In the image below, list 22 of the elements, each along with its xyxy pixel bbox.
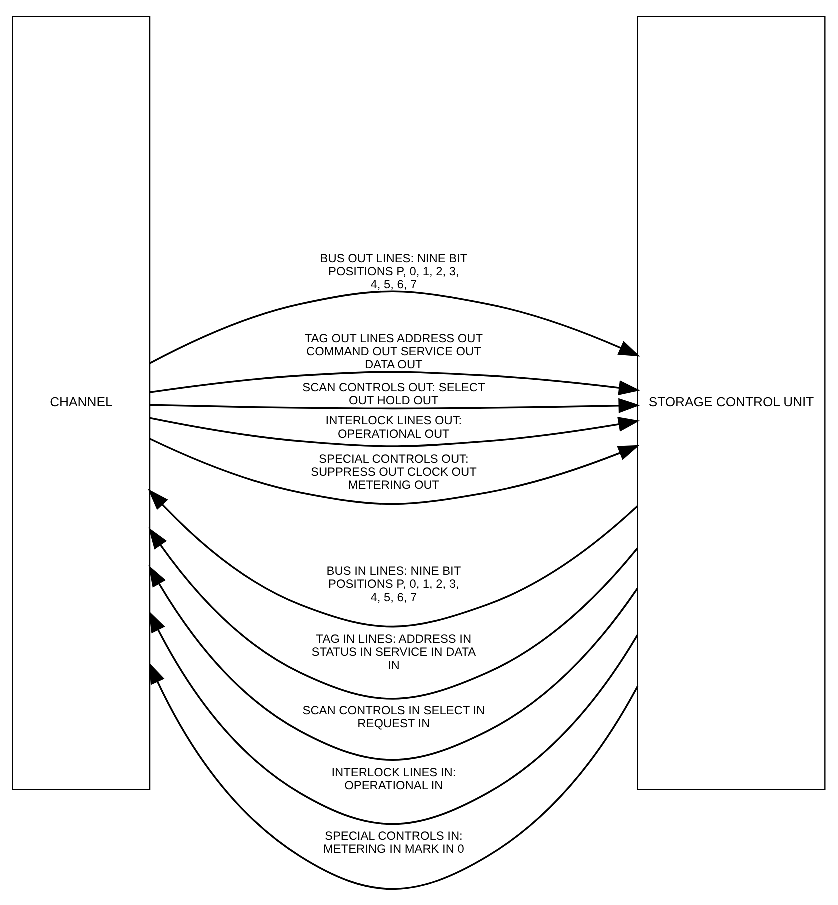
arrow	[149, 662, 639, 890]
edge-label: TAG OUT LINES ADDRESS OUT COMMAND OUT SERVICE OUT DATA OUT	[304, 330, 484, 372]
arrow	[150, 290, 640, 364]
edge-label: INTERLOCK LINES OUT: OPERATIONAL OUT	[326, 413, 462, 440]
arrow	[150, 370, 640, 395]
edge-label: BUS IN LINES: NINE BIT POSITIONS P, 0, 1, 2, 3, 4, 5, 6, 7	[326, 564, 462, 604]
edge-label: SCAN CONTROLS OUT: SELECT OUT HOLD OUT	[302, 380, 486, 407]
arrow	[148, 527, 638, 700]
arrow	[148, 610, 639, 825]
node-box: CHANNEL	[12, 16, 151, 790]
arrow	[148, 488, 638, 628]
edge-label: SCAN CONTROLS IN SELECT IN REQUEST IN	[302, 703, 486, 730]
edge-label: SPECIAL CONTROLS OUT: SUPPRESS OUT CLOCK OUT METERING OUT	[311, 451, 477, 492]
arrow	[148, 564, 638, 760]
node-box: STORAGE CONTROL UNIT	[637, 16, 826, 790]
edge-label: BUS OUT LINES: NINE BIT POSITIONS P, 0, 1, 2, 3, 4, 5, 6, 7	[320, 250, 468, 292]
arrow	[150, 416, 640, 447]
edge-label: INTERLOCK LINES IN: OPERATIONAL IN	[332, 765, 456, 792]
edge-label: TAG IN LINES: ADDRESS IN STATUS IN SERVICE IN DATA IN	[312, 632, 476, 672]
arrow	[150, 398, 640, 413]
edge-label: SPECIAL CONTROLS IN: METERING IN MARK IN 0	[324, 828, 464, 856]
arrow	[150, 438, 640, 505]
